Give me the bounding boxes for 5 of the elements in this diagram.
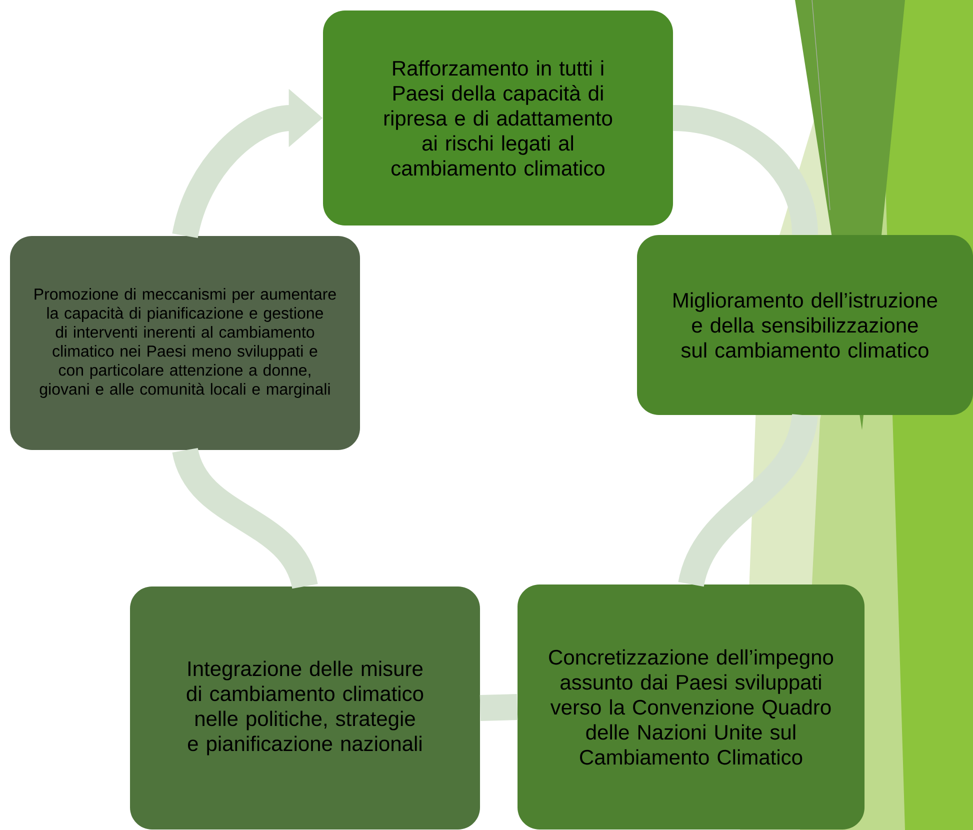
process-box: Rafforzamento in tutti i Paesi della capacità di ripresa e di adattamento ai rischi legati al cambiamento climatico	[323, 10, 674, 226]
process-box: Promozione di meccanismi per aumentare la capacità di pianificazione e gestione di interventi inerenti al cambiamento climatico nei Paesi meno sviluppati e con particolare attenzione a donne, giovani e alle comunità locali e marginali	[10, 236, 360, 450]
process-box: Integrazione delle misure di cambiamento climatico nelle politiche, strategie e pianificazione nazionali	[130, 586, 480, 830]
process-box: Concretizzazione dell’impegno assunto dai Paesi sviluppati verso la Convenzione Quadro delle Nazioni Unite sul Cambiamento Climatico	[518, 584, 865, 830]
process-box: Miglioramento dell’istruzione e della sensibilizzazione sul cambiamento climatico	[637, 235, 973, 415]
